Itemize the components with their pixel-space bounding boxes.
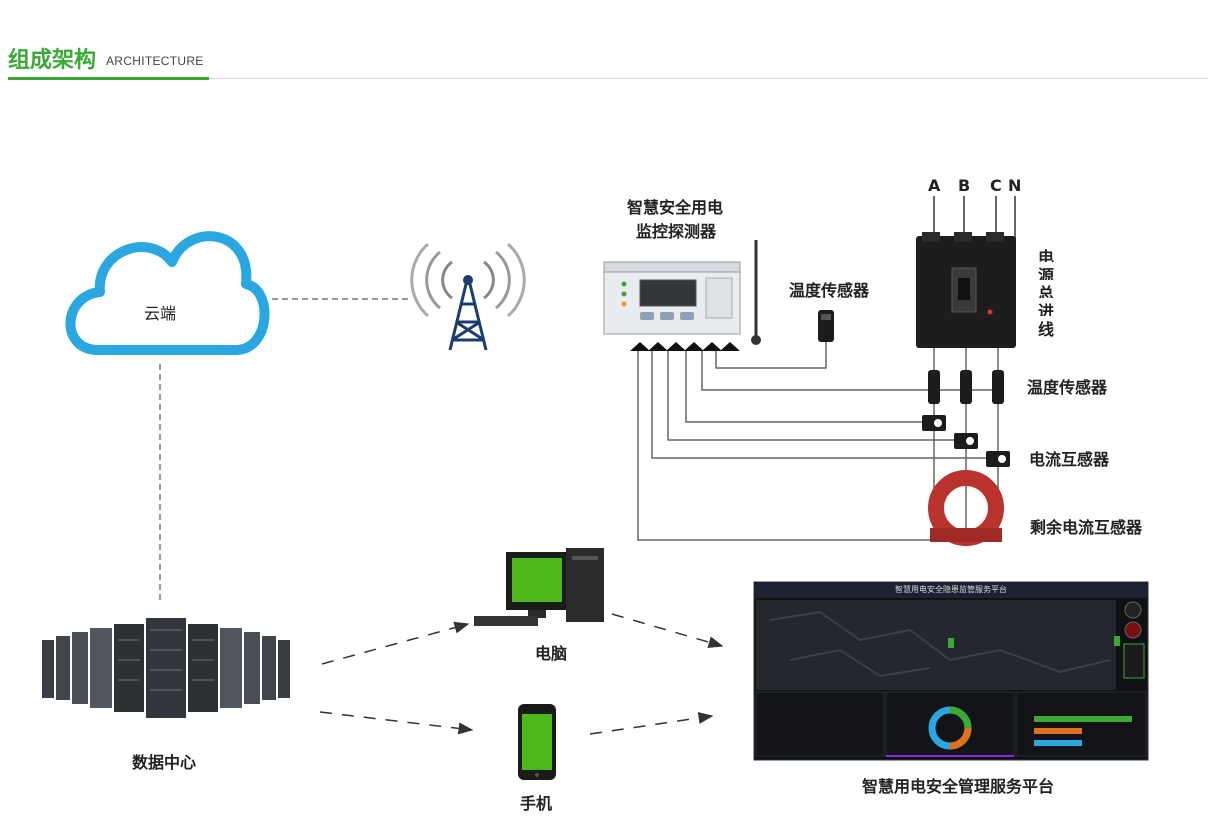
- main-line-char-5: 线: [1038, 316, 1055, 340]
- section-title: 组成架构: [8, 48, 97, 73]
- temp-sensor-top-icon: [818, 310, 834, 342]
- signal-tower-icon: [410, 242, 526, 351]
- datacenter-label: 数据中心: [132, 749, 197, 773]
- header-divider: [8, 78, 1208, 79]
- datacenter-icon: [42, 618, 290, 718]
- platform-label: 智慧用电安全管理服务平台: [862, 773, 1055, 797]
- detector-label-line1: 智慧安全用电: [627, 194, 724, 218]
- current-transformer-label: 电流互感器: [1029, 446, 1110, 470]
- current-transformer-icons: [922, 415, 1010, 467]
- temp-sensor-right-label: 温度传感器: [1027, 374, 1108, 398]
- phase-label-n: N: [1008, 176, 1022, 195]
- platform-screen: [753, 581, 1149, 761]
- section-subtitle: ARCHITECTURE: [106, 54, 204, 68]
- phone-label: 手机: [520, 790, 553, 814]
- phase-label-c: C: [990, 176, 1002, 195]
- section-header: 组成架构 ARCHITECTURE: [8, 38, 1208, 82]
- residual-transformer-label: 剩余电流互感器: [1030, 514, 1143, 538]
- detector-label-line2: 监控探测器: [636, 218, 717, 242]
- computer-icon: [474, 548, 604, 626]
- breaker-icon: [916, 196, 1016, 540]
- cloud-label: 云端: [144, 300, 177, 324]
- phone-icon: [518, 704, 556, 780]
- cloud-icon: [65, 231, 270, 355]
- residual-transformer-icon: [928, 470, 1004, 546]
- detector-wiring: [637, 340, 1000, 541]
- header-accent-bar: [8, 77, 209, 80]
- phase-label-b: B: [958, 176, 971, 195]
- temp-sensor-top-label: 温度传感器: [789, 277, 870, 301]
- phase-label-a: A: [928, 176, 941, 195]
- flow-arrows: [319, 613, 724, 735]
- detector-device: [603, 240, 761, 351]
- platform-screen-title: 智慧用电安全隐患监管服务平台: [895, 585, 1007, 594]
- temp-sensor-right-icons: [928, 370, 1004, 404]
- computer-label: 电脑: [535, 640, 568, 664]
